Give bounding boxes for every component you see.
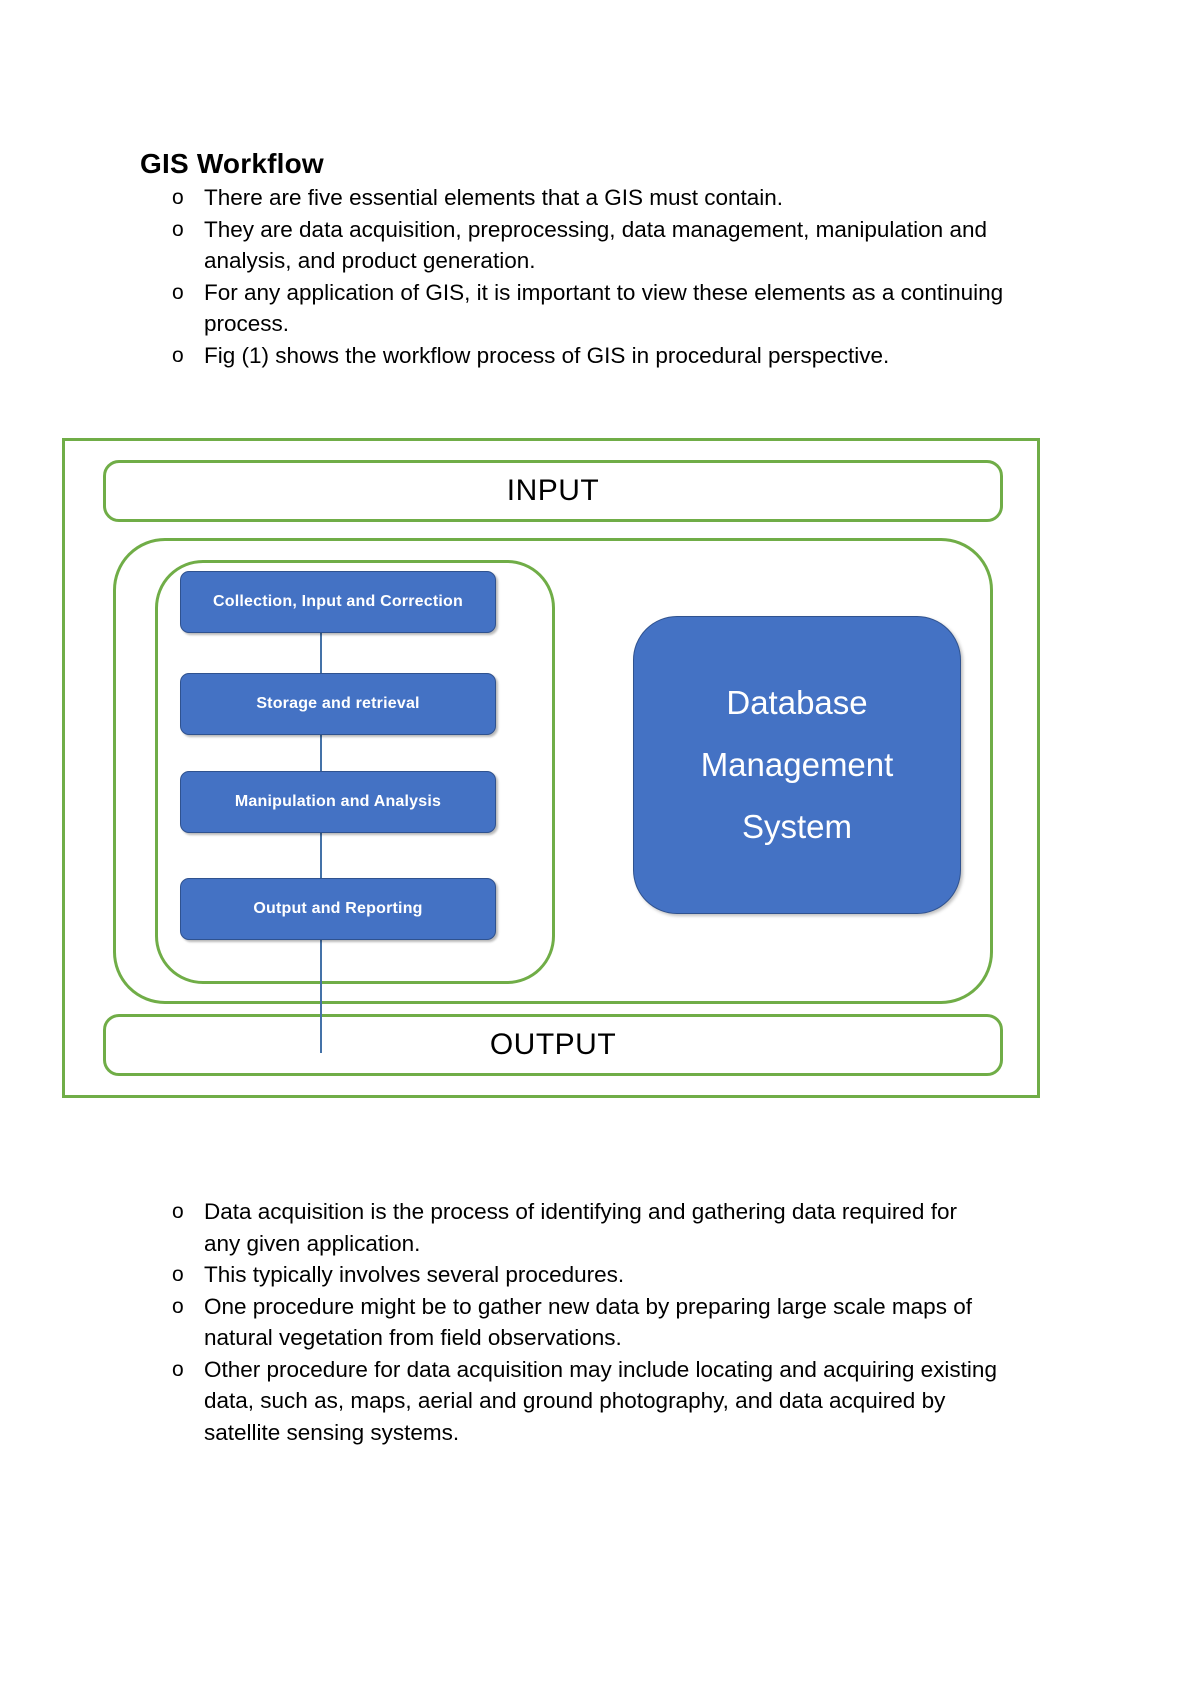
output-label: OUTPUT bbox=[489, 1028, 617, 1061]
diagram-ring-outer bbox=[113, 538, 993, 1004]
bullet-marker-icon: o bbox=[172, 1294, 184, 1318]
list-item: o Fig (1) shows the workflow process of … bbox=[168, 340, 1008, 372]
input-label: INPUT bbox=[506, 474, 600, 507]
process-box-label: Output and Reporting bbox=[253, 900, 423, 917]
database-management-system-box: Database Management System bbox=[633, 616, 961, 914]
intro-bullet-list: o There are five essential elements that… bbox=[168, 182, 1008, 371]
list-item-text: This typically involves several procedur… bbox=[204, 1262, 625, 1287]
process-box-collection-input-correction: Collection, Input and Correction bbox=[180, 571, 496, 633]
bullet-marker-icon: o bbox=[172, 343, 184, 367]
bullet-marker-icon: o bbox=[172, 1263, 184, 1286]
list-item: o This typically involves several proced… bbox=[168, 1259, 998, 1291]
list-item: o One procedure might be to gather new d… bbox=[168, 1291, 998, 1354]
page-title: GIS Workflow bbox=[140, 147, 324, 179]
bullet-marker-icon: o bbox=[172, 217, 184, 241]
gis-workflow-diagram: INPUT Collection, Input and Correction S… bbox=[62, 438, 1040, 1098]
bullet-marker-icon: o bbox=[172, 1200, 184, 1223]
list-item-text: One procedure might be to gather new dat… bbox=[204, 1293, 972, 1351]
list-item-text: There are five essential elements that a… bbox=[204, 185, 784, 210]
list-item: o Other procedure for data acquisition m… bbox=[168, 1354, 998, 1449]
body-bullet-list: o Data acquisition is the process of ide… bbox=[168, 1196, 998, 1448]
list-item-text: They are data acquisition, preprocessing… bbox=[204, 216, 987, 274]
bullet-marker-icon: o bbox=[172, 186, 184, 209]
output-stage-box: OUTPUT bbox=[103, 1014, 1003, 1076]
list-item: o Data acquisition is the process of ide… bbox=[168, 1196, 998, 1259]
process-box-label: Storage and retrieval bbox=[256, 695, 420, 712]
process-box-label: Manipulation and Analysis bbox=[234, 793, 442, 810]
process-box-storage-and-retrieval: Storage and retrieval bbox=[180, 673, 496, 735]
list-item-text: Data acquisition is the process of ident… bbox=[204, 1199, 957, 1256]
dbms-label: Database Management System bbox=[700, 684, 894, 845]
diagram-ring-inner bbox=[155, 560, 555, 984]
process-box-label: Collection, Input and Correction bbox=[213, 593, 463, 610]
list-item: o For any application of GIS, it is impo… bbox=[168, 277, 1008, 340]
process-box-manipulation-and-analysis: Manipulation and Analysis bbox=[180, 771, 496, 833]
list-item: o There are five essential elements that… bbox=[168, 182, 1008, 214]
list-item-text: For any application of GIS, it is import… bbox=[204, 279, 1004, 337]
bullet-marker-icon: o bbox=[172, 1357, 184, 1381]
list-item-text: Other procedure for data acquisition may… bbox=[204, 1356, 997, 1445]
process-box-output-and-reporting: Output and Reporting bbox=[180, 878, 496, 940]
list-item: o They are data acquisition, preprocessi… bbox=[168, 214, 1008, 277]
bullet-marker-icon: o bbox=[172, 280, 184, 304]
input-stage-box: INPUT bbox=[103, 460, 1003, 522]
list-item-text: Fig (1) shows the workflow process of GI… bbox=[204, 342, 890, 368]
